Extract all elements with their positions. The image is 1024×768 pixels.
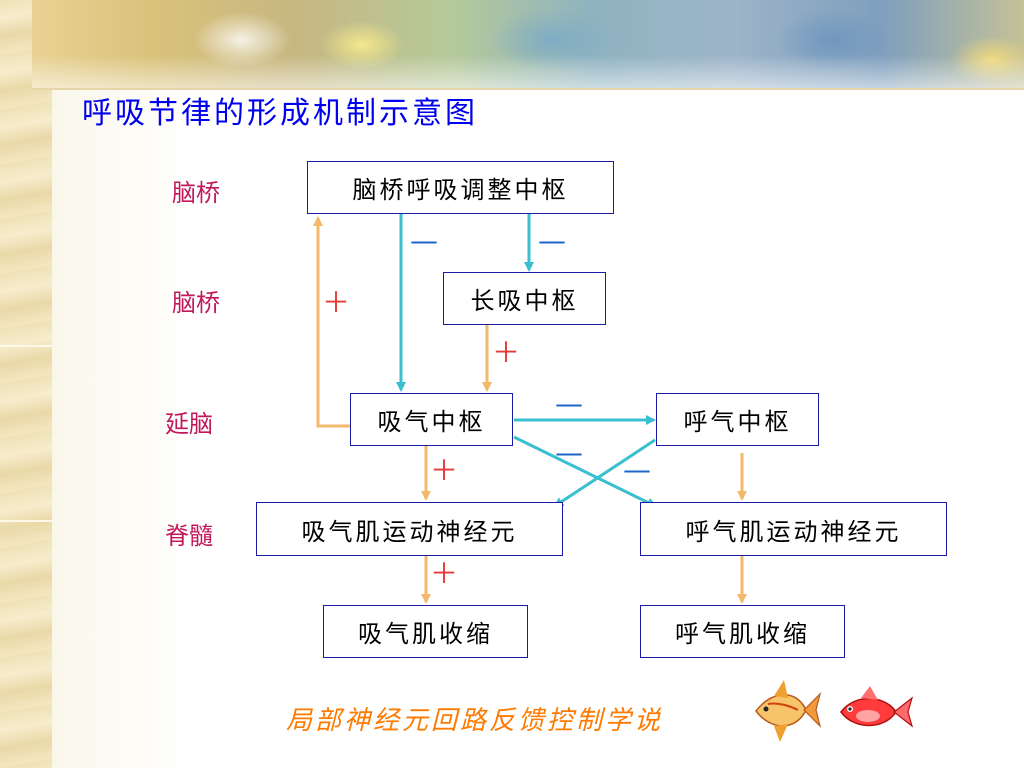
inhibitory-sign: — [410, 224, 438, 257]
node-inspiratory-motor-neurons: 吸气肌运动神经元 [256, 502, 563, 556]
excitatory-sign: ＋ [492, 336, 520, 369]
slide-title: 呼吸节律的形成机制示意图 [82, 96, 478, 131]
inhibitory-sign: — [555, 436, 583, 469]
left-decorative-strip [0, 0, 52, 768]
region-label-spinal-cord: 脊髓 [165, 522, 213, 550]
node-expiratory-motor-neurons: 呼气肌运动神经元 [640, 502, 947, 556]
excitatory-sign: ＋ [430, 557, 458, 590]
theory-caption: 局部神经元回路反馈控制学说 [286, 706, 664, 736]
excitatory-sign: ＋ [430, 454, 458, 487]
inhibitory-sign: — [538, 224, 566, 257]
region-label-medulla: 延脑 [165, 410, 213, 438]
node-apneustic-center: 长吸中枢 [443, 272, 606, 325]
node-inspiratory-center: 吸气中枢 [350, 393, 513, 446]
arrow-expiratory-to-inspiratory-motor [553, 438, 656, 508]
region-label-pons: 脑桥 [172, 179, 220, 207]
top-decorative-banner [32, 0, 1024, 90]
inhibitory-sign: — [623, 453, 651, 486]
fish-icon [755, 680, 914, 742]
node-pneumotaxic-center: 脑桥呼吸调整中枢 [307, 161, 614, 214]
strip-seam [0, 520, 52, 522]
inhibitory-sign: — [555, 387, 583, 420]
node-expiratory-center: 呼气中枢 [656, 393, 819, 446]
node-inspiratory-muscle-contraction: 吸气肌收缩 [323, 605, 528, 658]
strip-seam [0, 345, 52, 347]
excitatory-sign: ＋ [322, 286, 350, 319]
node-expiratory-muscle-contraction: 呼气肌收缩 [640, 605, 845, 658]
region-label-pons: 脑桥 [172, 289, 220, 317]
arrow-inspiratory-to-expiratory-motor [513, 435, 657, 508]
arrow-inspiratory-to-pneumotaxic [313, 216, 350, 428]
